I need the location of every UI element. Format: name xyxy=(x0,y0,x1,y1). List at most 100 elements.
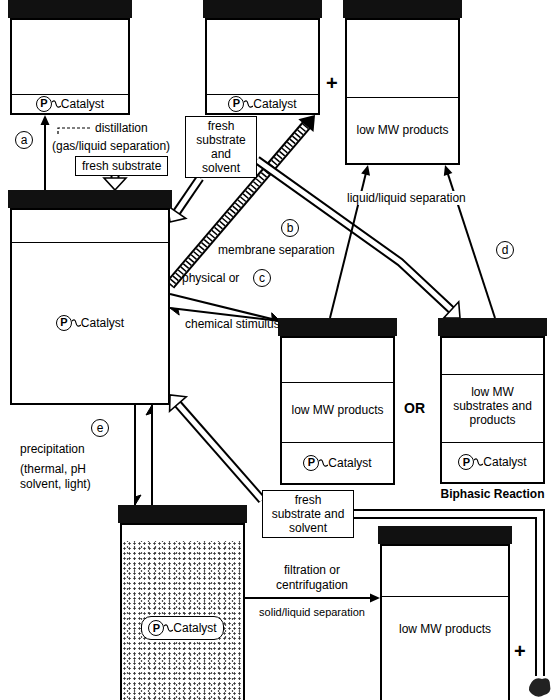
p-circle: P xyxy=(56,315,72,331)
catalyst-group: P Catalyst xyxy=(458,454,526,470)
vial: low MW products xyxy=(345,0,460,165)
text-band: PCatalyst xyxy=(13,92,127,115)
arrow-fill xyxy=(176,178,200,213)
text-band: P Catalyst xyxy=(13,240,167,405)
connector xyxy=(245,594,380,603)
process-label: solid/liquid separation xyxy=(259,606,365,619)
liquid-level xyxy=(12,94,128,95)
process-box: fresh substrate and solvent xyxy=(262,490,354,538)
callout-letter: c xyxy=(253,269,271,287)
tether-squiggle xyxy=(319,458,328,468)
connector xyxy=(135,405,141,505)
vial-text: Biphasic Reaction xyxy=(440,487,544,501)
connector xyxy=(170,294,280,321)
p-letter: P xyxy=(308,457,315,468)
liquid-level xyxy=(207,94,318,95)
vial: low MW productsP Catalyst xyxy=(280,318,395,485)
vial-cap xyxy=(378,526,512,544)
process-label: liquid/liquid separation xyxy=(345,191,468,205)
half-arrowhead xyxy=(146,405,152,415)
arrow-line xyxy=(134,405,136,505)
vial-text: Catalyst xyxy=(81,316,124,330)
p-circle: P xyxy=(228,96,244,112)
tether-line xyxy=(474,459,483,465)
box-text: fresh substrate and solvent xyxy=(269,493,347,535)
callout-text: c xyxy=(259,272,265,284)
vial-text: low MW products xyxy=(399,622,491,636)
tether-line xyxy=(319,459,328,465)
box-text: fresh substrate xyxy=(82,159,161,173)
callout-text: a xyxy=(21,134,28,146)
tether-line xyxy=(244,100,253,106)
tether-squiggle xyxy=(72,318,81,328)
process-label: membrane separation xyxy=(218,243,335,257)
callout-letter: d xyxy=(496,241,514,259)
open-arrowhead xyxy=(104,178,126,190)
vial-text: Catalyst xyxy=(483,455,526,469)
text-row: low MW products xyxy=(356,123,448,137)
callout-letter: a xyxy=(15,131,33,149)
vial-cap xyxy=(438,318,547,336)
p-circle: P xyxy=(458,454,474,470)
liquid-level xyxy=(282,382,393,383)
arrowhead xyxy=(370,594,380,603)
callout-letter: b xyxy=(281,219,299,237)
text-band: low MW products xyxy=(383,594,507,664)
liquid-level xyxy=(442,442,543,443)
process-label: distillation xyxy=(95,121,148,135)
p-circle: P xyxy=(36,96,52,112)
catalyst-group: PCatalyst xyxy=(141,616,223,640)
text-band: P Catalyst xyxy=(443,440,542,484)
arrowhead xyxy=(41,115,50,125)
arrow-outline xyxy=(257,160,452,311)
text-band: PCatalyst xyxy=(123,583,242,673)
connector xyxy=(444,165,495,318)
callout-text: d xyxy=(502,244,509,256)
text-row: low MW products xyxy=(399,622,491,636)
connector xyxy=(168,178,200,222)
vial-text: low MW products xyxy=(291,403,383,417)
vial: low MW substrates and productsPCatalystB… xyxy=(440,318,545,484)
vial-cap xyxy=(8,0,132,18)
vial: P Catalyst xyxy=(10,190,170,405)
p-letter: P xyxy=(463,457,470,468)
text-band: low MW products xyxy=(283,380,392,440)
vial-text: low MW substrates and products xyxy=(443,385,542,427)
tether-line xyxy=(52,100,61,106)
vial-body xyxy=(120,523,245,700)
text-row: Biphasic Reaction xyxy=(440,487,544,501)
process-label: (gas/liquid separation) xyxy=(52,139,170,153)
open-arrowhead xyxy=(168,206,186,222)
process-label: solvent, light) xyxy=(20,477,91,491)
liquid-level xyxy=(282,442,393,443)
tether-squiggle xyxy=(164,623,173,633)
vial-cap xyxy=(118,505,247,523)
p-circle: P xyxy=(148,620,164,636)
tether-squiggle xyxy=(244,99,253,109)
arrow-fill xyxy=(257,160,452,311)
p-letter: P xyxy=(233,98,240,109)
vial-cap xyxy=(343,0,462,18)
tether-squiggle xyxy=(52,99,61,109)
text-band: low MW products xyxy=(348,95,457,165)
arrow-outline xyxy=(177,403,262,500)
process-label: physical or xyxy=(182,271,239,285)
vial-cap xyxy=(8,190,172,208)
catalyst-group: P Catalyst xyxy=(56,315,124,331)
connector xyxy=(170,115,315,285)
connector xyxy=(104,176,126,190)
process-box: fresh substrate xyxy=(75,156,168,176)
text-row: low MW products xyxy=(291,403,383,417)
liquid-level xyxy=(12,242,168,243)
arrowhead xyxy=(298,115,315,132)
connector xyxy=(330,165,370,318)
vial-body xyxy=(345,18,460,165)
process-label: centrifugation xyxy=(276,578,348,592)
vial: low MW products xyxy=(380,526,510,700)
vial-text: Catalyst xyxy=(328,456,371,470)
vial-cap xyxy=(203,0,322,18)
p-letter: P xyxy=(153,623,160,634)
vial: PCatalyst xyxy=(205,0,320,115)
connector xyxy=(170,395,262,500)
arrow-line xyxy=(151,405,153,505)
